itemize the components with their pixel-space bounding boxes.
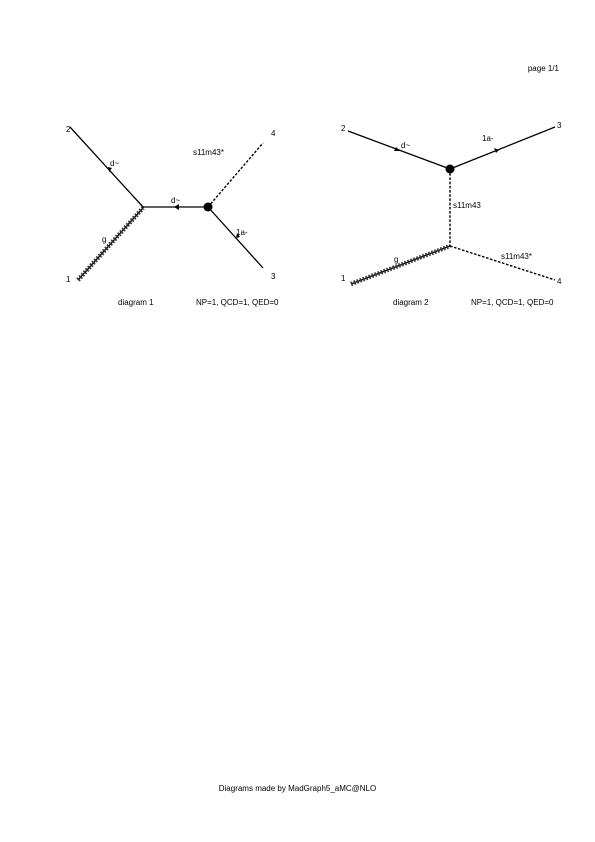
diagram-1-canvas: 1 2 3 4 g d~ d~ s11m43* 1a-	[66, 125, 276, 284]
gluon-line	[76, 206, 145, 282]
arrow-icon	[394, 147, 400, 151]
feynman-diagram-2: 1 2 3 4 d~ 1a- s11m43 g s11m43* diagram …	[325, 110, 585, 320]
particle-label-gluon: g	[102, 235, 106, 244]
particle-label-antiquark: d~	[110, 159, 119, 168]
scalar-line-out	[449, 245, 556, 281]
particle-label-scalar: s11m43*	[193, 148, 224, 157]
external-label-2: 2	[66, 125, 71, 134]
external-label-2: 2	[341, 124, 346, 133]
feynman-diagram-1: 1 2 3 4 g d~ d~ s11m43* 1a- diagram 1 NP…	[50, 110, 310, 320]
external-label-1: 1	[66, 275, 71, 284]
vertex-blob	[203, 202, 213, 212]
diagram-caption: diagram 1	[118, 298, 154, 307]
scalar-line-out	[207, 142, 264, 208]
external-label-3: 3	[271, 272, 276, 281]
vertex-blob	[445, 164, 455, 174]
external-label-4: 4	[271, 129, 276, 138]
particle-label-propagator: s11m43	[453, 201, 481, 210]
page-number: page 1/1	[527, 64, 559, 73]
arrow-icon	[494, 148, 499, 153]
gluon-line	[350, 243, 451, 287]
particle-label-propagator: d~	[171, 196, 180, 205]
arrow-icon	[236, 233, 240, 238]
diagram-caption: diagram 2	[393, 298, 429, 307]
vertex-point	[449, 245, 451, 247]
particle-label-antiquark: d~	[401, 141, 410, 150]
lepton-line	[207, 206, 264, 269]
coupling-orders: NP=1, QCD=1, QED=0	[196, 298, 279, 307]
diagram-2-canvas: 1 2 3 4 d~ 1a- s11m43 g s11m43*	[341, 121, 562, 287]
arrow-icon	[108, 167, 112, 172]
lepton-line	[449, 126, 556, 170]
vertex-point	[142, 206, 144, 208]
coupling-orders: NP=1, QCD=1, QED=0	[471, 298, 554, 307]
external-label-4: 4	[557, 277, 562, 286]
footer-credit: Diagrams made by MadGraph5_aMC@NLO	[218, 784, 377, 793]
external-label-3: 3	[557, 121, 562, 130]
particle-label-scalar: s11m43*	[501, 252, 532, 261]
antiquark-line-top	[69, 126, 144, 208]
particle-label-lepton: 1a-	[482, 134, 494, 143]
particle-label-gluon: g	[394, 255, 398, 264]
particle-label-lepton: 1a-	[236, 228, 248, 237]
external-label-1: 1	[341, 274, 346, 283]
arrow-icon	[174, 204, 179, 210]
